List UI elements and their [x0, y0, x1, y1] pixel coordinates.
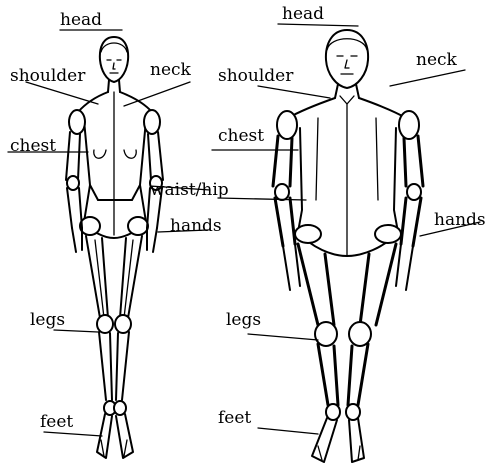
label-left-neck: neck	[150, 62, 191, 79]
label-right-feet: feet	[218, 410, 251, 427]
left-figure-torso	[78, 92, 152, 222]
label-left-feet: feet	[40, 414, 73, 431]
label-right-neck: neck	[416, 52, 457, 69]
label-left-chest: chest	[10, 138, 56, 155]
right-figure-left-arm	[273, 111, 300, 290]
right-figure-neck	[335, 84, 359, 98]
left-figure-legs	[86, 236, 142, 415]
label-left-legs: legs	[30, 312, 65, 329]
label-left-head: head	[60, 12, 102, 29]
label-left-shoulder: shoulder	[10, 68, 85, 85]
label-left-waist-hip: waist/hip	[150, 182, 229, 199]
right-figure	[273, 30, 423, 462]
label-right-chest: chest	[218, 128, 264, 145]
right-figure-legs	[298, 244, 396, 420]
right-figure-knee-left	[315, 322, 337, 346]
left-figure-left-arm	[66, 110, 85, 252]
left-figure	[66, 37, 163, 458]
left-figure-head	[100, 37, 128, 82]
left-figure-knee-right	[115, 315, 131, 333]
right-figure-right-arm	[396, 111, 423, 290]
label-right-head: head	[282, 6, 324, 23]
right-figure-knee-right	[349, 322, 371, 346]
label-right-hands: hands	[434, 212, 485, 229]
label-right-shoulder: shoulder	[218, 68, 293, 85]
right-figure-feet	[312, 418, 364, 462]
left-figure-knee-left	[97, 315, 113, 333]
label-right-legs: legs	[226, 312, 261, 329]
label-left-hands: hands	[170, 218, 222, 235]
